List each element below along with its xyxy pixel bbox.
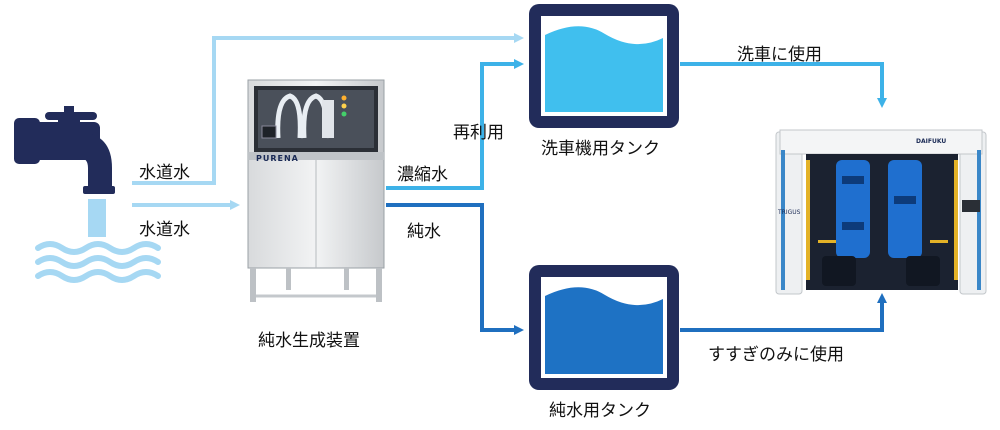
reuse-label: 再利用 <box>453 123 504 143</box>
washer-brand-logo: DAIFUKU <box>916 138 947 145</box>
pure-water-label: 純水 <box>407 222 441 242</box>
tap-water-label-upper: 水道水 <box>139 163 190 183</box>
pure-tank-label: 純水用タンク <box>549 401 651 421</box>
car-wash-machine <box>775 129 987 295</box>
wash-tank-label: 洗車機用タンク <box>541 139 660 159</box>
purifier-device-label: 純水生成装置 <box>258 331 360 351</box>
water-stream <box>88 199 106 237</box>
water-purifier-device <box>247 79 385 302</box>
rinse-use-line <box>680 293 887 332</box>
washer-model-logo: TRIGUS <box>778 209 801 216</box>
concentrated-water-label: 濃縮水 <box>397 165 448 185</box>
faucet-icon <box>14 106 115 194</box>
wash-use-label: 洗車に使用 <box>737 45 822 65</box>
purifier-brand-logo: PURENA <box>256 154 299 163</box>
rinse-use-label: すすぎのみに使用 <box>708 345 844 365</box>
pure-tank-icon <box>529 265 679 390</box>
pure-water-line <box>386 203 524 335</box>
wash-use-line <box>680 62 887 108</box>
tap-water-label-lower: 水道水 <box>139 220 190 240</box>
water-waves-icon <box>35 241 161 283</box>
tap-water-line-upper <box>132 33 524 185</box>
wash-tank-icon <box>529 4 679 128</box>
concentrate-line <box>386 59 524 190</box>
